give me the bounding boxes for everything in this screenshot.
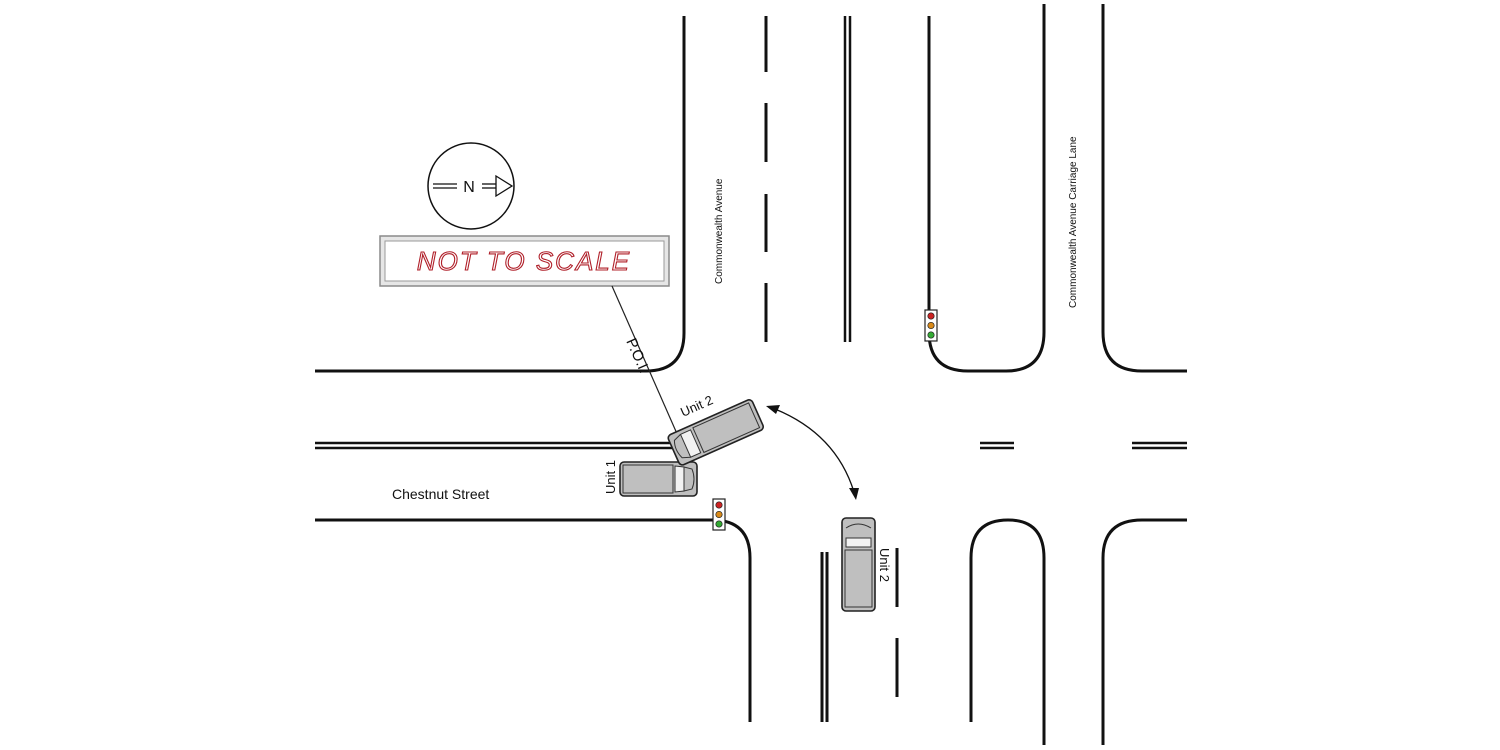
vehicle-path-arc [766,405,859,500]
traffic-light-icon [924,309,938,342]
median-north-island [927,4,1046,373]
traffic-light-icon [712,498,726,531]
curb-southeast-corner [1101,518,1187,745]
curb-northwest-corner [315,16,686,373]
vehicle-label-unit-2-start: Unit 2 [877,548,892,582]
lane-dashes [764,16,899,697]
center-lines [315,16,1187,450]
vehicle-unit-2-impact [667,399,764,466]
scale-note-box: NOT TO SCALE [379,235,670,287]
street-label-chestnut: Chestnut Street [392,486,489,502]
vehicle-label-unit-2-impact: Unit 2 [678,392,715,420]
poi-leader-line [611,285,679,437]
vehicle-unit-2-start [841,517,876,612]
north-arrow-letter: N [463,179,475,196]
vehicle-label-unit-1: Unit 1 [603,460,618,494]
street-label-carriage-lane: Commonwealth Avenue Carriage Lane [1068,136,1079,308]
road-edges [315,4,1187,745]
north-arrow-icon: N [427,142,515,230]
median-south-island [969,518,1046,745]
curb-northeast-corner [1101,4,1187,373]
curb-southwest-corner [315,518,752,722]
street-label-commonwealth: Commonwealth Avenue [714,178,725,284]
arrowhead-icon [766,405,780,414]
vehicle-unit-1 [619,461,698,497]
scale-note-text: NOT TO SCALE [417,246,631,276]
arrowhead-icon [849,488,859,500]
